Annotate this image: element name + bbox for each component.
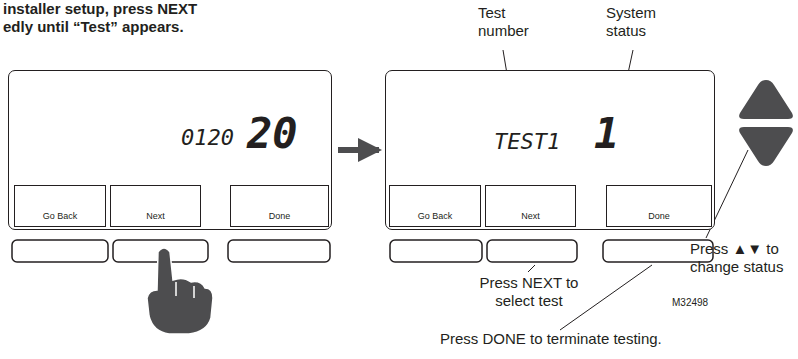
soft-key-label: Go Back: [418, 211, 453, 221]
callout-label: Press ▲▼ to change status: [690, 240, 794, 276]
callout-label: Press DONE to terminate testing.: [440, 330, 760, 348]
soft-key-label: Done: [269, 211, 291, 221]
soft-key: Next: [110, 185, 201, 227]
soft-key: Go Back: [14, 185, 106, 227]
soft-key: Go Back: [389, 185, 481, 227]
figure-number: M32498: [672, 296, 732, 309]
callout-label: Press NEXT to select test: [470, 274, 588, 310]
soft-key-label: Go Back: [43, 211, 78, 221]
soft-key: Next: [485, 185, 576, 227]
callout-label: Test number: [478, 4, 534, 40]
soft-key-label: Next: [146, 211, 165, 221]
callout-label: System status: [606, 4, 668, 40]
thermostat-display: 0120 20 Go Back Next Done: [8, 70, 332, 230]
lcd-setting-number: 0120: [181, 125, 234, 150]
flow-arrow: [338, 147, 379, 153]
soft-key: Done: [606, 185, 712, 227]
pointing-hand: [147, 248, 213, 334]
up-down-arrows: [739, 80, 793, 166]
lcd-setting-value: 20: [247, 109, 298, 158]
lcd-system-status: 1: [594, 109, 619, 158]
lcd-test-number: TEST1: [494, 129, 560, 154]
soft-key-label: Next: [521, 211, 540, 221]
physical-buttons: [12, 240, 713, 262]
soft-key: Done: [230, 185, 329, 227]
soft-key-label: Done: [648, 211, 670, 221]
thermostat-display: TEST1 1 Go Back Next Done: [385, 70, 715, 230]
instruction-text: installer setup, press NEXT edly until “…: [3, 0, 208, 36]
